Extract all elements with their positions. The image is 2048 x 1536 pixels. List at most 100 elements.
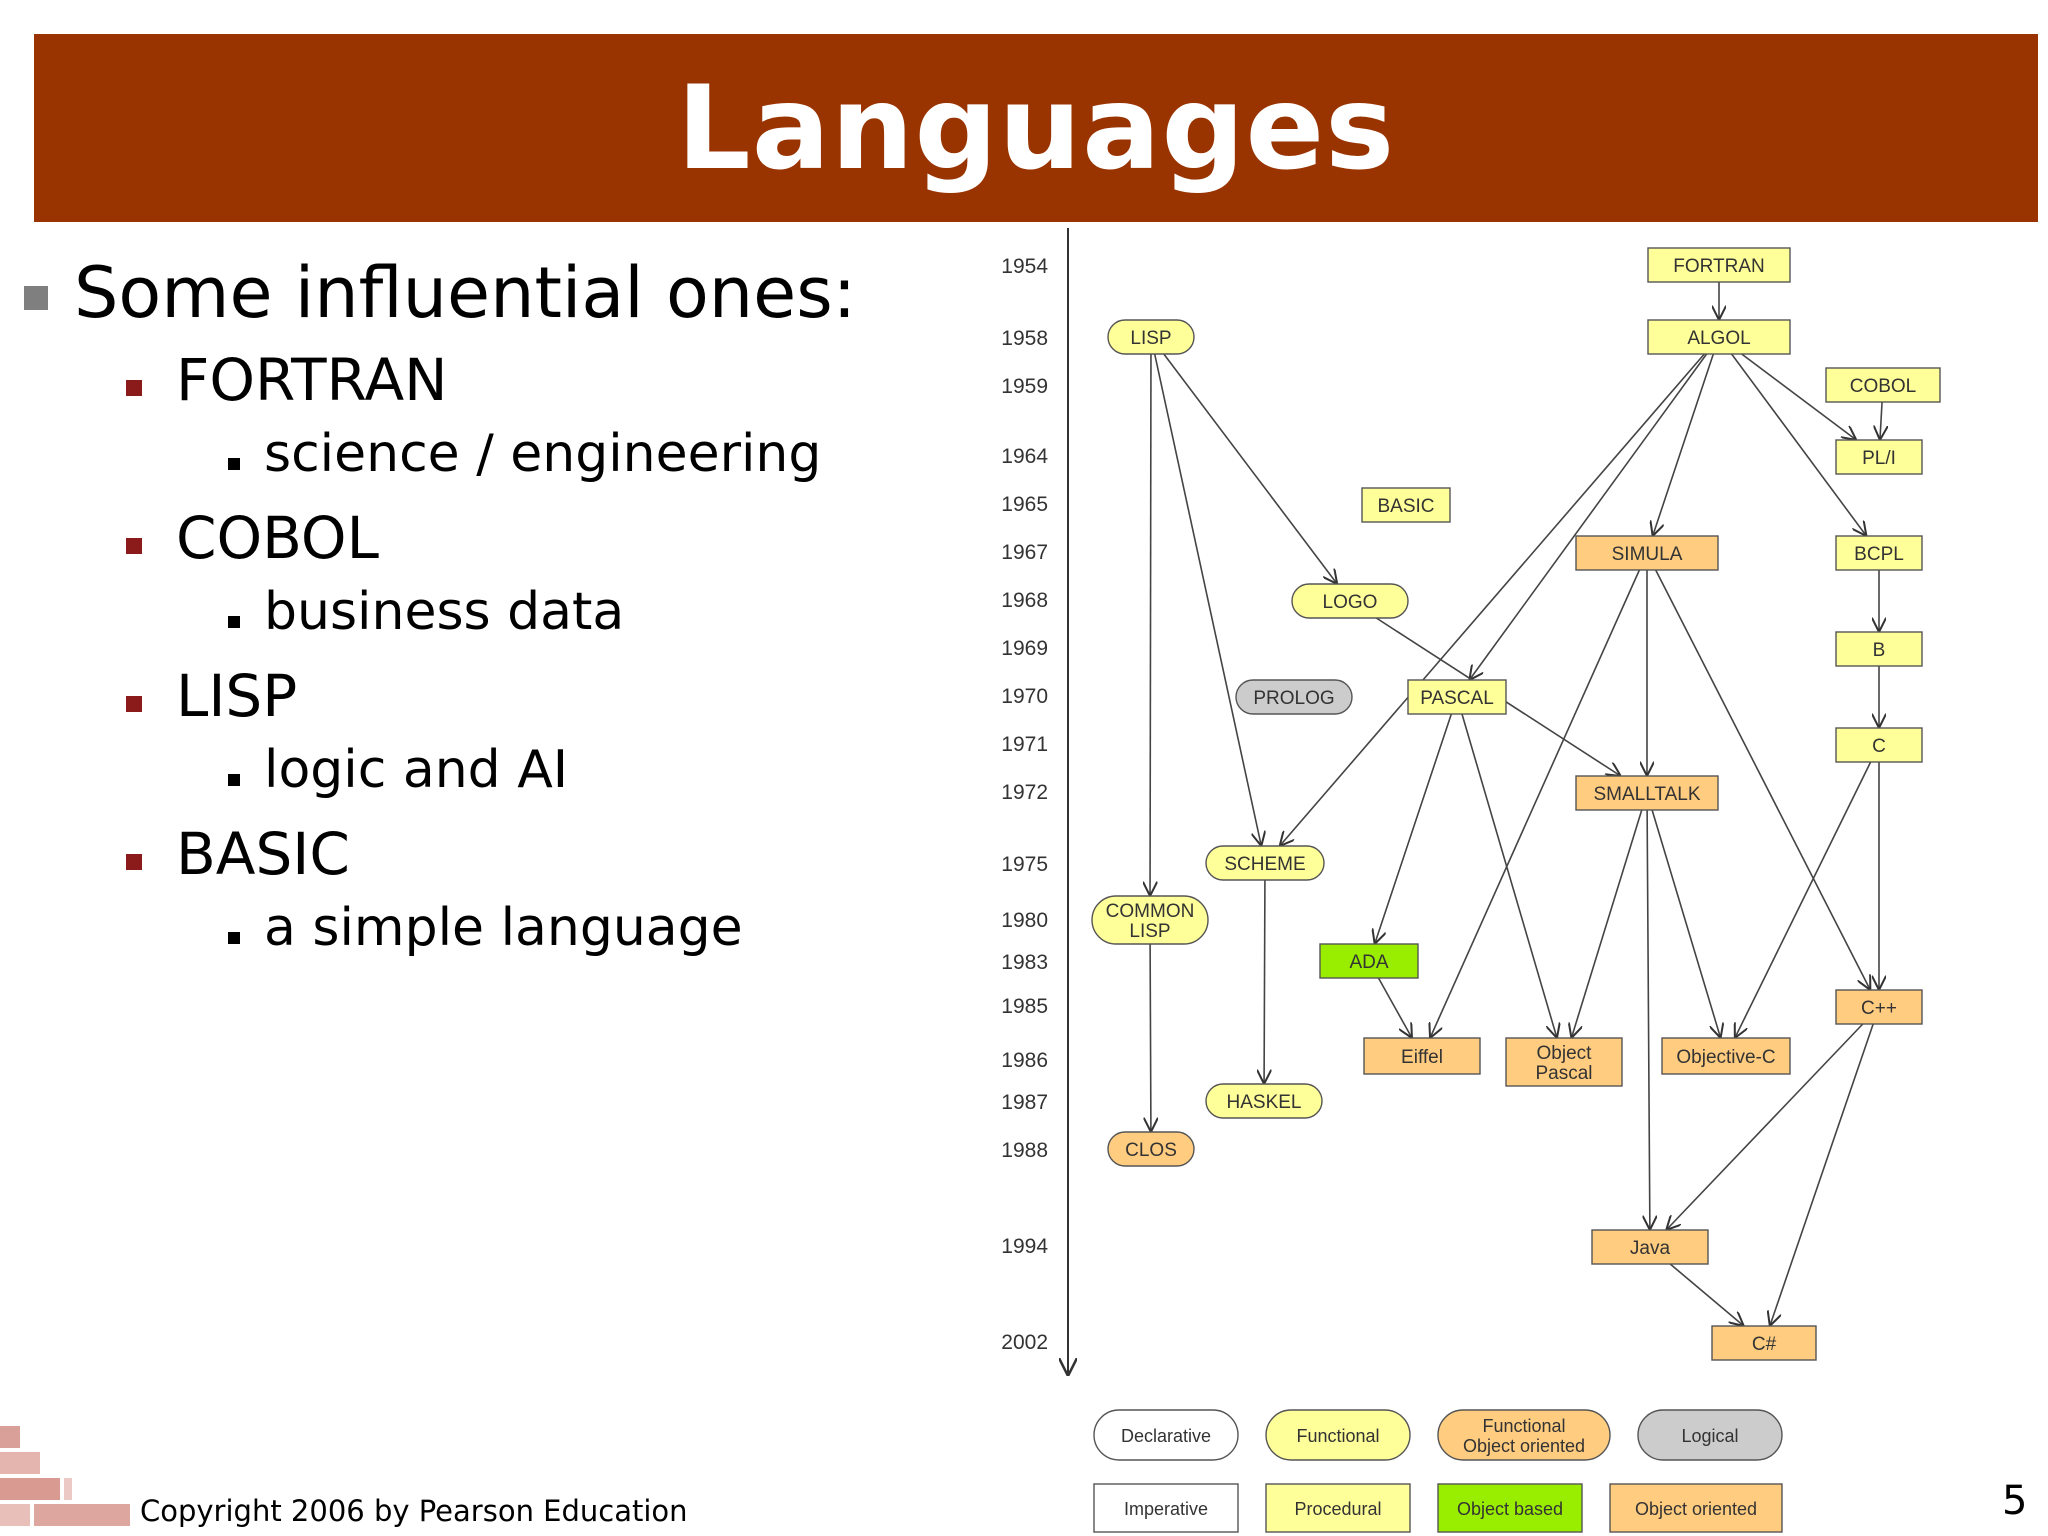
bullet-level2: FORTRAN	[176, 346, 448, 414]
timeline-year-label: 1988	[1001, 1139, 1048, 1162]
legend-object_oriented: Object oriented	[1609, 1483, 1783, 1533]
diagram-edges	[1150, 282, 1882, 1326]
svg-text:Procedural: Procedural	[1294, 1499, 1381, 1519]
svg-text:ADA: ADA	[1349, 952, 1388, 973]
timeline-year-label: 1958	[1001, 327, 1048, 350]
edge-cobol-to-pli	[1880, 401, 1882, 440]
bullet-marker	[126, 380, 142, 396]
svg-text:C++: C++	[1861, 998, 1897, 1019]
timeline-year-label: 1970	[1001, 685, 1048, 708]
edge-smalltalk-to-objpascal	[1571, 809, 1643, 1038]
svg-text:C: C	[1872, 736, 1886, 757]
bullet-level2: LISP	[176, 662, 298, 730]
bullet-marker	[24, 286, 48, 310]
node-cobol: COBOL	[1825, 367, 1941, 403]
edge-commonlisp-to-clos	[1150, 943, 1151, 1132]
svg-text:PROLOG: PROLOG	[1253, 688, 1334, 709]
legend-object_based: Object based	[1437, 1483, 1583, 1533]
svg-text:Object based: Object based	[1457, 1499, 1563, 1519]
timeline-year-label: 1954	[1001, 255, 1048, 278]
bullet-level3: a simple language	[264, 898, 743, 958]
node-pascal: PASCAL	[1407, 679, 1507, 715]
svg-text:Objective-C: Objective-C	[1676, 1047, 1775, 1068]
title-bar: Languages	[34, 34, 2038, 222]
node-haskel: HASKEL	[1205, 1083, 1323, 1119]
bullet-marker	[126, 538, 142, 554]
bullet-marker	[228, 616, 240, 628]
copyright-footer: Copyright 2006 by Pearson Education	[140, 1494, 688, 1528]
edge-cpp-to-java	[1666, 1023, 1864, 1230]
node-java: Java	[1591, 1229, 1709, 1265]
slide-title: Languages	[676, 60, 1396, 196]
svg-text:Logical: Logical	[1681, 1426, 1738, 1446]
timeline: 1954195819591964196519671968196919701971…	[1001, 228, 1068, 1376]
svg-text:Java: Java	[1630, 1238, 1671, 1259]
node-csharp: C#	[1711, 1325, 1817, 1361]
svg-text:BASIC: BASIC	[1377, 496, 1434, 517]
svg-text:Object: Object	[1537, 1043, 1593, 1064]
svg-text:BCPL: BCPL	[1854, 544, 1904, 565]
svg-text:Eiffel: Eiffel	[1401, 1047, 1443, 1068]
svg-text:SMALLTALK: SMALLTALK	[1593, 784, 1700, 805]
edge-pascal-to-objpascal	[1461, 713, 1557, 1038]
edge-scheme-to-haskel	[1264, 879, 1265, 1084]
node-lisp: LISP	[1107, 319, 1195, 355]
edge-algol-to-bcpl	[1730, 353, 1867, 536]
bullet-level1: Some influential ones:	[74, 252, 857, 334]
timeline-year-label: 1987	[1001, 1091, 1048, 1114]
node-fortran: FORTRAN	[1647, 247, 1791, 283]
edge-lisp-to-logo	[1163, 353, 1337, 584]
node-bcpl: BCPL	[1835, 535, 1923, 571]
legend-logical: Logical	[1637, 1409, 1783, 1461]
svg-text:SIMULA: SIMULA	[1612, 544, 1683, 565]
bullet-marker	[228, 774, 240, 786]
node-pli: PL/I	[1835, 439, 1923, 475]
brick-decoration	[0, 1426, 130, 1526]
edge-pascal-to-ada	[1375, 713, 1453, 944]
timeline-year-label: 1968	[1001, 589, 1048, 612]
timeline-year-label: 1965	[1001, 493, 1048, 516]
svg-text:LISP: LISP	[1129, 921, 1170, 942]
node-smalltalk: SMALLTALK	[1575, 775, 1719, 811]
svg-text:C#: C#	[1752, 1334, 1777, 1355]
svg-text:COBOL: COBOL	[1850, 376, 1917, 397]
timeline-year-label: 1967	[1001, 541, 1048, 564]
edge-c-to-objc	[1735, 761, 1872, 1038]
svg-text:Pascal: Pascal	[1535, 1063, 1592, 1084]
page-number: 5	[2002, 1478, 2028, 1524]
bullet-level2: COBOL	[176, 504, 379, 572]
edge-algol-to-simula	[1653, 353, 1715, 536]
svg-text:HASKEL: HASKEL	[1227, 1092, 1302, 1113]
bullet-level3: science / engineering	[264, 424, 822, 484]
edge-algol-to-pli	[1741, 353, 1857, 440]
node-c: C	[1835, 727, 1923, 763]
bullet-marker	[228, 932, 240, 944]
timeline-year-label: 1964	[1001, 445, 1048, 468]
edge-cpp-to-csharp	[1770, 1023, 1874, 1326]
timeline-year-label: 1985	[1001, 995, 1048, 1018]
svg-text:ALGOL: ALGOL	[1687, 328, 1750, 349]
edge-simula-to-eiffel	[1430, 569, 1641, 1038]
edge-algol-to-pascal	[1469, 353, 1708, 680]
edge-lisp-to-scheme	[1153, 353, 1262, 846]
node-ada: ADA	[1319, 943, 1419, 979]
node-prolog: PROLOG	[1235, 679, 1353, 715]
node-logo: LOGO	[1291, 583, 1409, 619]
svg-text:COMMON: COMMON	[1106, 901, 1195, 922]
timeline-year-label: 1975	[1001, 853, 1048, 876]
edge-simula-to-cpp	[1654, 569, 1871, 990]
legend-declarative: Declarative	[1093, 1409, 1239, 1461]
edge-java-to-csharp	[1669, 1263, 1744, 1326]
svg-text:LOGO: LOGO	[1323, 592, 1378, 613]
diagram-nodes: FORTRAN LISP ALGOL COBOL PL/I BASIC SIMULA BCPL…	[1091, 247, 1941, 1361]
edge-ada-to-eiffel	[1377, 977, 1411, 1038]
bullet-marker	[126, 696, 142, 712]
node-eiffel: Eiffel	[1363, 1037, 1481, 1075]
bullet-level3: business data	[264, 582, 625, 642]
svg-text:LISP: LISP	[1130, 328, 1171, 349]
